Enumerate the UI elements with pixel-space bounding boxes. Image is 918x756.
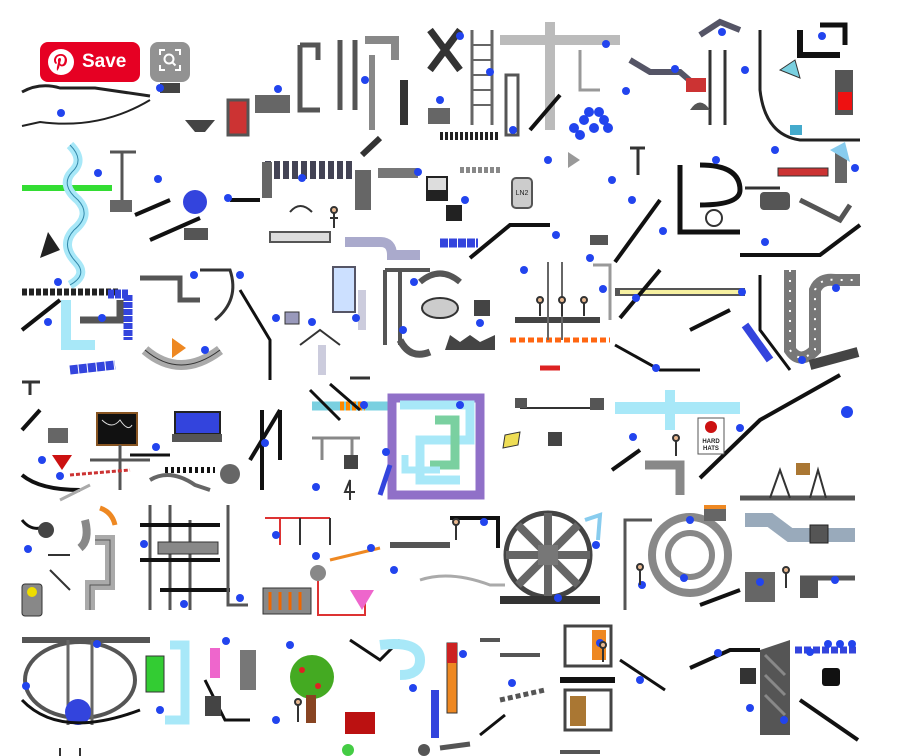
hard-hats-sign-line2: HATS bbox=[703, 446, 719, 452]
row-1 bbox=[21, 18, 860, 142]
row-5 bbox=[20, 505, 855, 617]
visual-search-icon bbox=[158, 48, 182, 77]
visual-search-button[interactable] bbox=[150, 42, 190, 82]
row-6 bbox=[20, 624, 860, 742]
row-2 bbox=[22, 135, 862, 289]
row-4 bbox=[20, 373, 855, 502]
bottom-strip bbox=[59, 741, 600, 756]
hard-hats-sign-line1: HARD bbox=[702, 439, 720, 445]
row-3 bbox=[20, 262, 860, 380]
workers bbox=[294, 206, 790, 722]
ln2-tank-label: LN2 bbox=[516, 190, 529, 197]
pinterest-icon bbox=[48, 49, 74, 75]
save-label: Save bbox=[82, 51, 127, 72]
save-button[interactable]: Save bbox=[40, 42, 140, 82]
blue-balls bbox=[22, 28, 859, 724]
